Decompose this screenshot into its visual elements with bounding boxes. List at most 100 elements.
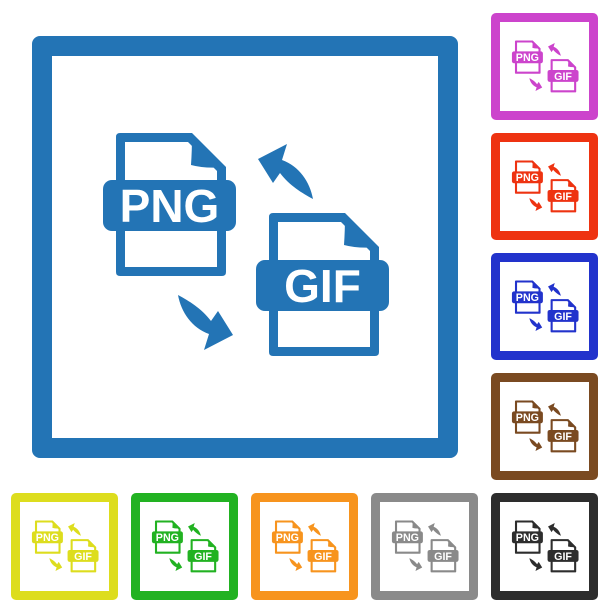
- png-label-band: [511, 170, 543, 183]
- gif-label-band: [427, 549, 459, 562]
- png-folded-corner: [531, 400, 540, 409]
- curved-arrow-up-icon: [547, 282, 561, 296]
- png-label-band: [391, 530, 423, 543]
- png-folded-corner: [171, 520, 180, 529]
- variant-tile-gray: PNG GIF: [371, 493, 478, 600]
- gif-label-band: [547, 309, 579, 322]
- gif-file-icon: GIF: [67, 538, 99, 572]
- curved-arrow-down-icon: [178, 295, 233, 350]
- gif-label: GIF: [554, 190, 572, 202]
- variant-tile-red: PNG GIF: [491, 133, 598, 240]
- png-label: PNG: [515, 52, 538, 64]
- png-folded-corner: [531, 40, 540, 49]
- png-gif-conversion-icon: PNG GIF: [271, 519, 339, 572]
- gif-folded-corner: [87, 538, 96, 547]
- curved-arrow-down-icon: [408, 557, 422, 571]
- png-file-icon: PNG: [31, 519, 63, 554]
- png-file-icon: PNG: [391, 519, 423, 554]
- png-file-icon: PNG: [511, 159, 543, 194]
- png-label-band: [511, 410, 543, 423]
- png-folded-corner: [531, 280, 540, 289]
- png-file-icon: PNG: [511, 519, 543, 554]
- curved-arrow-down-icon: [288, 557, 302, 571]
- png-label-band: [511, 530, 543, 543]
- png-gif-conversion-icon: PNG GIF: [511, 519, 579, 572]
- png-label-band: [511, 50, 543, 63]
- gif-folded-corner: [567, 298, 576, 307]
- gif-folded-corner: [207, 538, 216, 547]
- png-gif-conversion-icon: PNG GIF: [511, 399, 579, 452]
- gif-file-icon: GIF: [427, 538, 459, 572]
- png-label: PNG: [515, 172, 538, 184]
- png-folded-corner: [191, 134, 225, 168]
- png-gif-conversion-icon: PNG GIF: [103, 133, 389, 356]
- png-file-icon: PNG: [511, 279, 543, 314]
- main-tile: PNG GIF: [32, 36, 458, 458]
- png-folded-corner: [51, 520, 60, 529]
- png-label: PNG: [275, 532, 298, 544]
- gif-file-icon: GIF: [256, 213, 389, 356]
- gif-file-icon: GIF: [547, 58, 579, 92]
- png-file-icon: PNG: [511, 399, 543, 434]
- curved-arrow-down-icon: [528, 77, 542, 91]
- gif-label: GIF: [554, 550, 572, 562]
- png-file-icon: PNG: [271, 519, 303, 554]
- gif-file-icon: GIF: [547, 538, 579, 572]
- gif-file-icon: GIF: [307, 538, 339, 572]
- gif-label-band: [67, 549, 99, 562]
- gif-folded-corner: [567, 178, 576, 187]
- gif-folded-corner: [327, 538, 336, 547]
- gif-label-band: [256, 260, 389, 311]
- curved-arrow-up-icon: [547, 162, 561, 176]
- png-label: PNG: [155, 532, 178, 544]
- png-label-band: [271, 530, 303, 543]
- png-gif-conversion-icon: PNG GIF: [511, 159, 579, 212]
- curved-arrow-down-icon: [48, 557, 62, 571]
- variant-tile-brown: PNG GIF: [491, 373, 598, 480]
- png-file-icon: PNG: [511, 39, 543, 74]
- png-label: PNG: [515, 412, 538, 424]
- png-file-icon: PNG: [151, 519, 183, 554]
- gif-label-band: [547, 69, 579, 82]
- gif-file-icon: GIF: [547, 418, 579, 452]
- png-file-icon: PNG: [103, 133, 236, 276]
- png-gif-conversion-icon: PNG GIF: [31, 519, 99, 572]
- gif-label: GIF: [554, 70, 572, 82]
- png-label: PNG: [120, 180, 220, 232]
- png-gif-conversion-icon: PNG GIF: [511, 279, 579, 332]
- gif-label: GIF: [434, 550, 452, 562]
- gif-label-band: [307, 549, 339, 562]
- variant-tile-green: PNG GIF: [131, 493, 238, 600]
- variant-tile-blue: PNG GIF: [491, 253, 598, 360]
- gif-label-band: [547, 549, 579, 562]
- png-folded-corner: [531, 160, 540, 169]
- gif-file-icon: GIF: [187, 538, 219, 572]
- curved-arrow-up-icon: [547, 42, 561, 56]
- gif-file-icon: GIF: [547, 298, 579, 332]
- png-label-band: [511, 290, 543, 303]
- curved-arrow-up-icon: [258, 144, 313, 199]
- gif-label: GIF: [194, 550, 212, 562]
- gif-folded-corner: [344, 214, 378, 248]
- png-folded-corner: [291, 520, 300, 529]
- png-label: PNG: [35, 532, 58, 544]
- png-gif-conversion-icon: PNG GIF: [151, 519, 219, 572]
- png-label-band: [103, 180, 236, 231]
- curved-arrow-up-icon: [547, 402, 561, 416]
- png-label: PNG: [515, 292, 538, 304]
- variant-slot-corner: PNG GIF: [491, 493, 598, 600]
- gif-label: GIF: [554, 310, 572, 322]
- variant-tile-orange: PNG GIF: [251, 493, 358, 600]
- png-label-band: [31, 530, 63, 543]
- variant-tile-black: PNG GIF: [491, 493, 598, 600]
- variant-row-bottom: PNG GIF PNG: [11, 493, 478, 600]
- png-folded-corner: [411, 520, 420, 529]
- png-label-band: [151, 530, 183, 543]
- png-label: PNG: [515, 532, 538, 544]
- gif-folded-corner: [447, 538, 456, 547]
- variant-column-right: PNG GIF PNG: [491, 13, 598, 480]
- curved-arrow-down-icon: [528, 437, 542, 451]
- curved-arrow-up-icon: [187, 522, 201, 536]
- variant-tile-magenta: PNG GIF: [491, 13, 598, 120]
